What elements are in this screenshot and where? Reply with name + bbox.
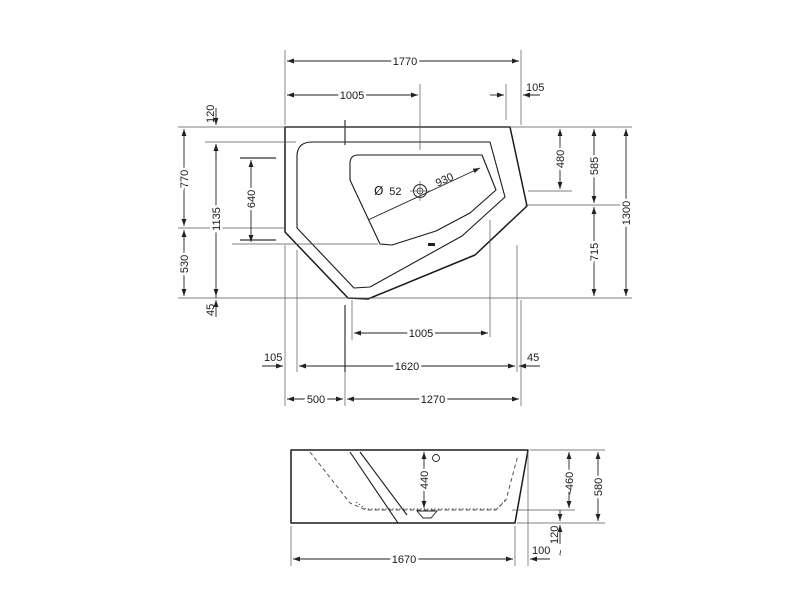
top-view: 1770 1005 105 1005 105 1620 45 500 1270 …: [177, 50, 636, 409]
drain-icon: [410, 181, 430, 201]
dim-500: 500: [307, 394, 325, 406]
side-view-body: [290, 449, 529, 524]
side-view: 440 460 ~ 580 120 ~ 1670 100: [290, 449, 608, 569]
side-view-diagonal-2: [359, 451, 408, 516]
drain-diameter-label: Ø 52: [374, 184, 402, 198]
top-view-floor: [349, 154, 497, 246]
dim-585: 585: [589, 157, 601, 175]
top-view-outer-rim: [284, 126, 528, 300]
side-view-interior-dashed: [309, 451, 519, 511]
dim-1670: 1670: [392, 554, 416, 566]
side-view-diagonal-1: [349, 451, 399, 524]
dim-440: 440: [419, 471, 431, 489]
drain-diameter-value: 52: [389, 186, 401, 198]
dim-480: 480: [555, 150, 567, 168]
dim-460: 460: [564, 472, 576, 490]
dim-100: 100: [532, 545, 550, 557]
side-drain-icon: [432, 454, 440, 462]
side-view-floor-dotted: [355, 498, 507, 510]
dim-120-top: 120: [205, 105, 217, 123]
dim-770: 770: [179, 170, 191, 188]
approx-symbol-120: ~: [555, 550, 567, 556]
dim-1620: 1620: [395, 361, 419, 373]
dim-1770: 1770: [393, 56, 417, 68]
dim-105-top: 105: [526, 82, 544, 94]
dim-45-right: 45: [527, 352, 539, 364]
dim-715: 715: [589, 243, 601, 261]
overflow-marker: [428, 243, 435, 246]
diameter-symbol: Ø: [374, 184, 383, 198]
approx-symbol-460: ~: [565, 489, 577, 495]
dim-1005-bottom: 1005: [409, 328, 433, 340]
drain-diagonal-line: [367, 167, 481, 221]
dim-580: 580: [593, 478, 605, 496]
top-view-inner-basin: [296, 141, 506, 289]
dim-120-side: 120: [549, 526, 561, 544]
dim-530: 530: [179, 255, 191, 273]
dim-1005-top: 1005: [340, 90, 364, 102]
dim-45-bottom: 45: [205, 304, 217, 316]
dim-105-left: 105: [264, 352, 282, 364]
dim-930: 930: [434, 171, 456, 190]
dim-1135: 1135: [211, 207, 223, 231]
side-drain-bottom-icon: [416, 510, 438, 519]
dim-640: 640: [246, 190, 258, 208]
dim-1270: 1270: [421, 394, 445, 406]
dim-1300: 1300: [621, 201, 633, 225]
